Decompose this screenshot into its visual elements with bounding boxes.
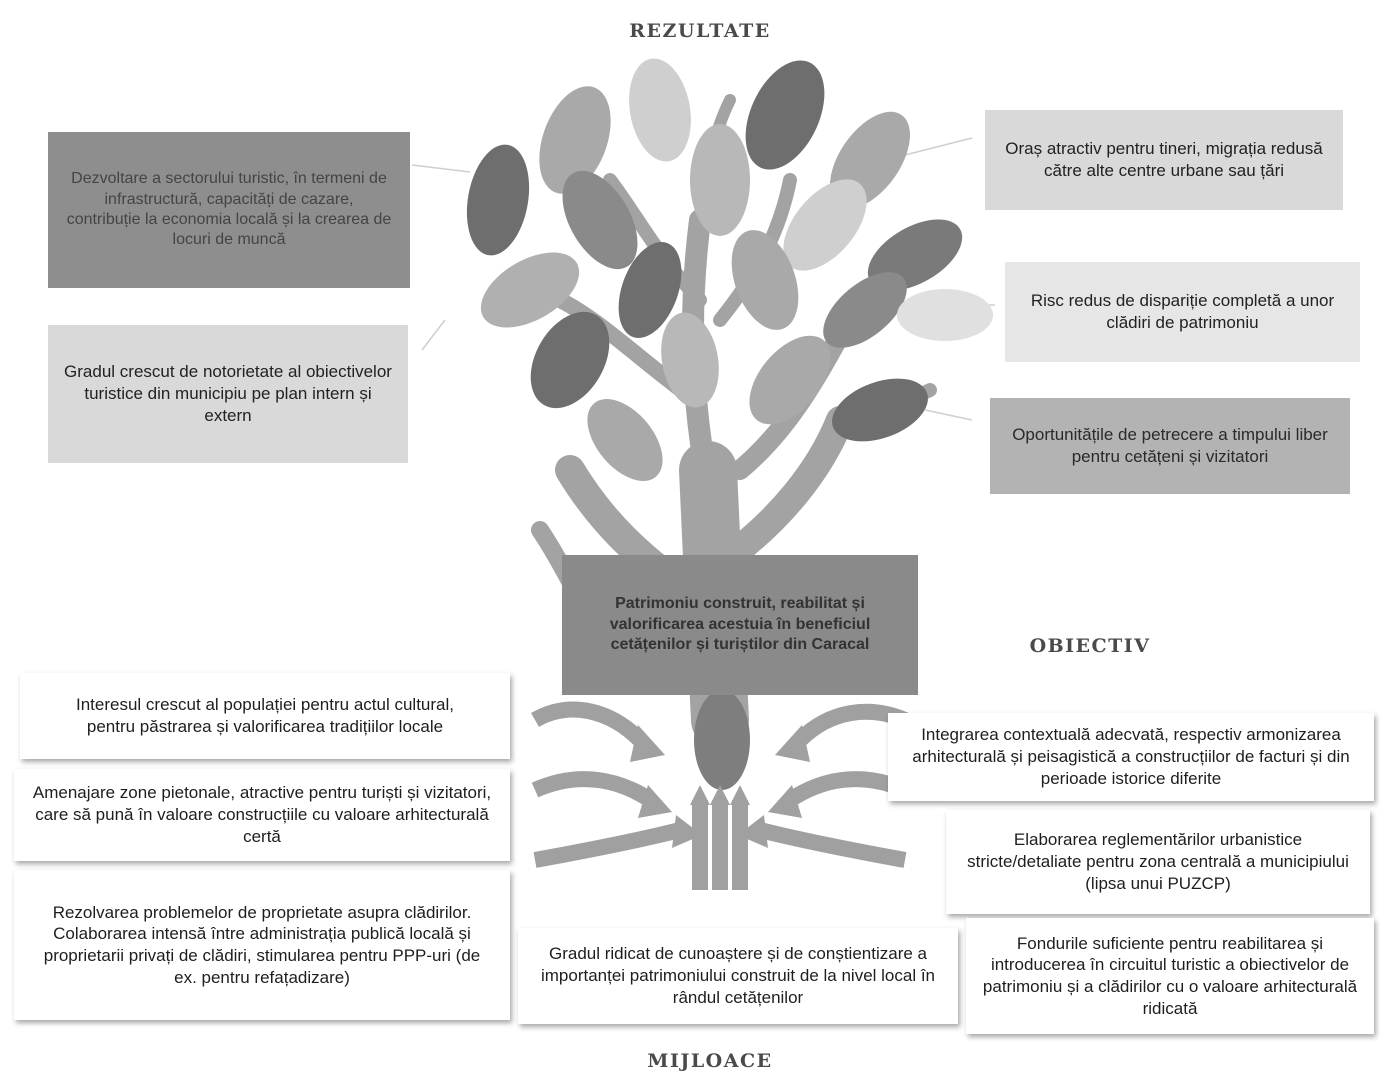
means-heading: MIJLOACE bbox=[647, 1050, 773, 1072]
means-box-urban-regulations: Elaborarea reglementărilor urbanistice s… bbox=[946, 810, 1370, 914]
arrow-heads bbox=[630, 725, 810, 848]
results-heading: REZULTATE bbox=[629, 20, 771, 42]
means-box-property-issues: Rezolvarea problemelor de proprietate as… bbox=[14, 870, 510, 1020]
means-box-contextual-integration: Integrarea contextuală adecvată, respect… bbox=[888, 713, 1374, 801]
means-box-cultural-interest: Interesul crescut al populației pentru a… bbox=[20, 673, 510, 759]
result-box-leisure: Oportunitățile de petrecere a timpului l… bbox=[990, 398, 1350, 494]
result-box-attractive-city: Oraș atractiv pentru tineri, migrația re… bbox=[985, 110, 1343, 210]
result-box-notoriety: Gradul crescut de notorietate al obiecti… bbox=[48, 325, 408, 463]
root-bulb bbox=[694, 690, 750, 790]
arrows bbox=[531, 701, 909, 890]
connector-lines bbox=[411, 137, 995, 421]
result-box-tourism-development: Dezvoltare a sectorului turistic, în ter… bbox=[48, 132, 410, 288]
objective-box: Patrimoniu construit, reabilitat și valo… bbox=[562, 555, 918, 695]
objective-heading: OBIECTIV bbox=[1029, 635, 1151, 657]
tree-leaves bbox=[466, 58, 993, 481]
means-box-funding: Fondurile suficiente pentru reabilitarea… bbox=[966, 918, 1374, 1034]
result-box-heritage-risk: Risc redus de dispariție completă a unor… bbox=[1005, 262, 1360, 362]
means-box-pedestrian-zones: Amenajare zone pietonale, atractive pent… bbox=[14, 769, 510, 861]
means-box-awareness: Gradul ridicat de cunoaștere și de conșt… bbox=[518, 928, 958, 1024]
